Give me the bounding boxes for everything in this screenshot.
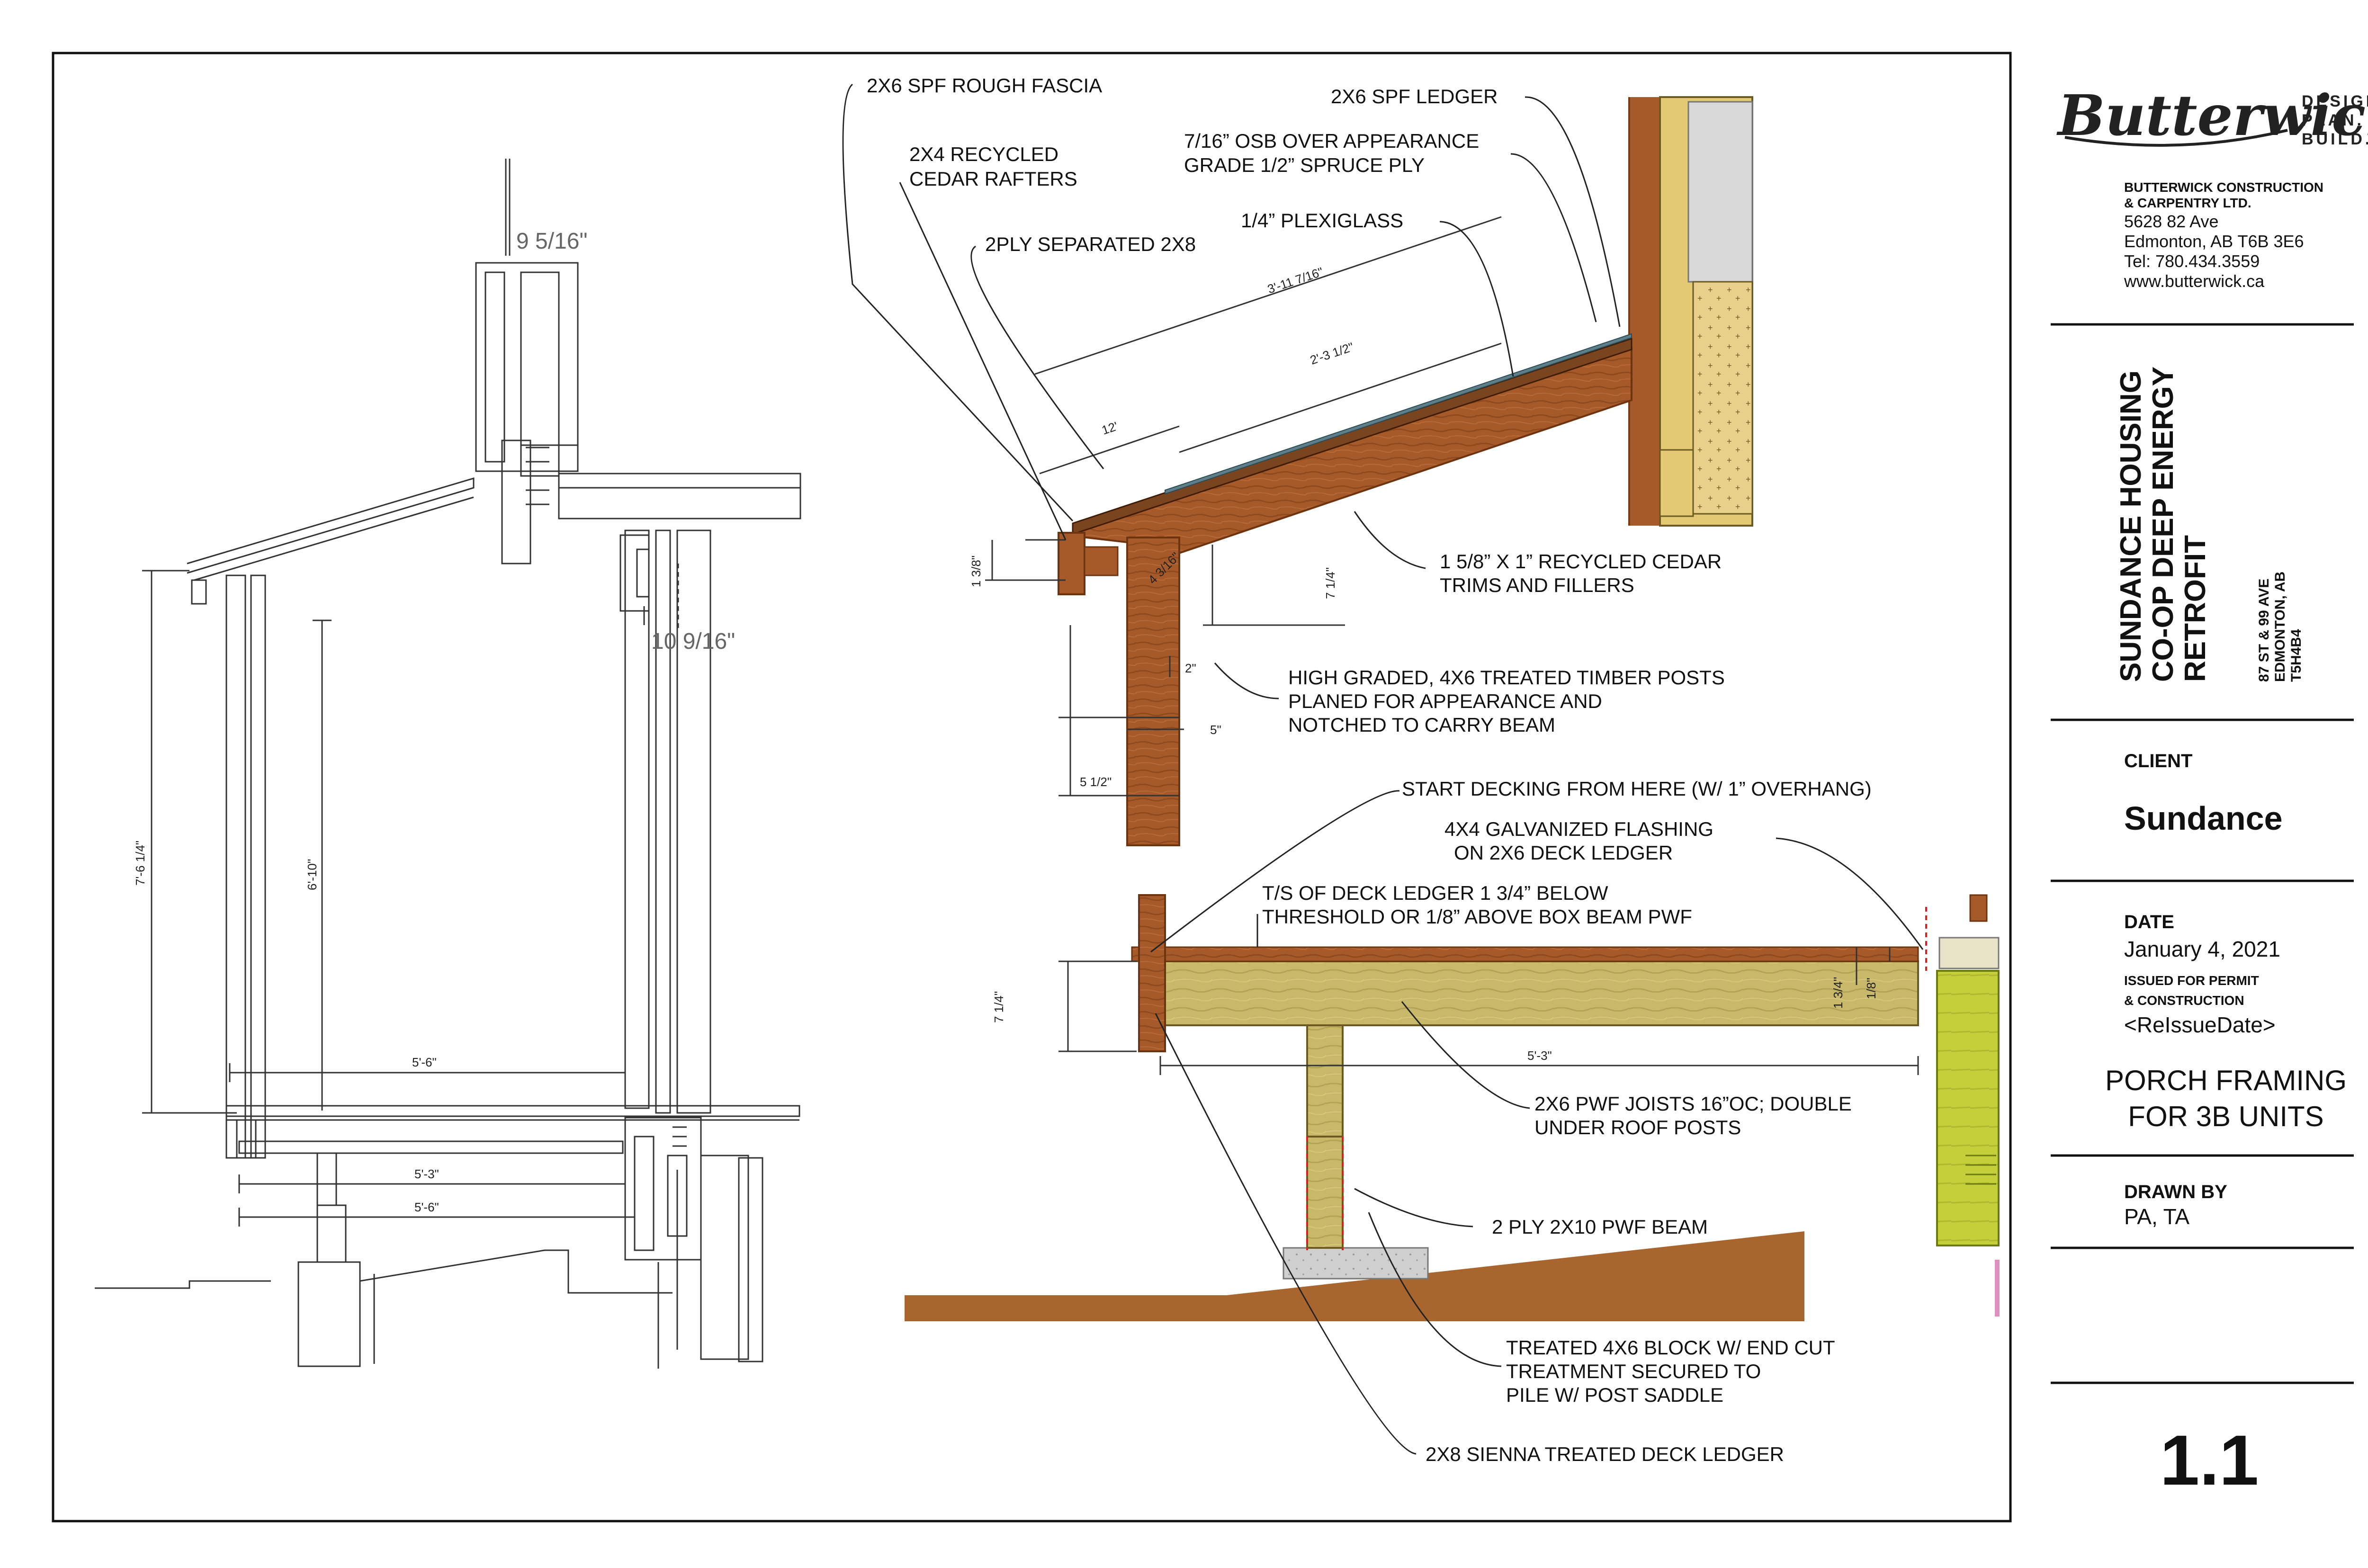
project-address-line1: 87 ST & 99 AVE xyxy=(2256,579,2272,682)
building-section-drawing xyxy=(95,159,801,1369)
company-city: Edmonton, AB T6B 3E6 xyxy=(2124,232,2304,251)
drawing-title-line2: FOR 3B UNITS xyxy=(2128,1101,2323,1132)
project-address-line3: T5H4B4 xyxy=(2288,629,2304,682)
callout-timber-posts-line1: HIGH GRADED, 4X6 TREATED TIMBER POSTS xyxy=(1288,666,1725,689)
dim-5: 5" xyxy=(1210,723,1221,737)
callout-rafters-line2: CEDAR RAFTERS xyxy=(909,168,1077,190)
dim-7-1-4-roof: 7 1/4" xyxy=(1323,567,1337,599)
callout-deck-ledger-ts-line2: THRESHOLD OR 1/8” ABOVE BOX BEAM PWF xyxy=(1262,905,1692,928)
dim-section-5-6-a: 5'-6" xyxy=(412,1055,437,1069)
issued-for-label-line2: & CONSTRUCTION xyxy=(2124,993,2244,1008)
dim-1-3-8: 1 3/8" xyxy=(969,556,983,587)
dim-section-5-6-b: 5'-6" xyxy=(414,1200,439,1214)
logo-tagline-3: BUILD. xyxy=(2302,130,2368,148)
company-name-line2: & CARPENTRY LTD. xyxy=(2124,196,2251,210)
company-logo: Butterwick DESIGN. PLAN. BUILD. xyxy=(2056,82,2368,148)
callout-treated-block-line3: PILE W/ POST SADDLE xyxy=(1506,1384,1723,1406)
dim-7-1-4-deck: 7 1/4" xyxy=(992,991,1006,1023)
callout-pwf-joists-line1: 2X6 PWF JOISTS 16”OC; DOUBLE xyxy=(1534,1093,1852,1115)
callout-osb-line1: 7/16” OSB OVER APPEARANCE xyxy=(1184,130,1479,152)
callout-flashing-line2: ON 2X6 DECK LEDGER xyxy=(1454,842,1673,864)
drawing-border xyxy=(52,52,2012,1523)
drawn-by-label: DRAWN BY xyxy=(2124,1182,2227,1202)
callout-osb-line2: GRADE 1/2” SPRUCE PLY xyxy=(1184,154,1425,176)
drawn-by-value: PA, TA xyxy=(2124,1204,2189,1229)
dim-5-1-2: 5 1/2" xyxy=(1080,775,1112,789)
company-address: 5628 82 Ave xyxy=(2124,212,2219,231)
logo-wordmark: Butterwick xyxy=(2056,82,2368,148)
dim-3-11: 3'-11 7/16" xyxy=(1265,264,1325,296)
sheet-number: 1.1 xyxy=(2160,1420,2259,1500)
callout-cedar-trims-line1: 1 5/8” X 1” RECYCLED CEDAR xyxy=(1440,550,1722,573)
client-name: Sundance xyxy=(2124,800,2283,837)
reissue-date-value: <ReIssueDate> xyxy=(2124,1012,2276,1037)
company-name-line1: BUTTERWICK CONSTRUCTION xyxy=(2124,180,2323,195)
callout-flashing-line1: 4X4 GALVANIZED FLASHING xyxy=(1444,818,1713,840)
callout-deck-ledger-ts-line1: T/S OF DECK LEDGER 1 3/4” BELOW xyxy=(1262,882,1608,904)
callout-plexiglass: 1/4” PLEXIGLASS xyxy=(1241,209,1403,232)
client-label: CLIENT xyxy=(2124,751,2192,771)
callout-start-decking: START DECKING FROM HERE (W/ 1” OVERHANG) xyxy=(1402,778,1872,800)
deck-dimension-lines xyxy=(1058,947,1919,1075)
project-address: 87 ST & 99 AVE EDMONTON, AB T5H4B4 xyxy=(2256,572,2304,682)
dim-1-3-4: 1 3/4" xyxy=(1831,977,1845,1009)
dim-5-3-deck: 5'-3" xyxy=(1527,1048,1552,1063)
logo-tagline-1: DESIGN. xyxy=(2302,92,2368,110)
callout-rough-fascia: 2X6 SPF ROUGH FASCIA xyxy=(867,74,1102,97)
callout-sienna-deck-ledger: 2X8 SIENNA TREATED DECK LEDGER xyxy=(1426,1443,1784,1465)
dim-2: 2" xyxy=(1185,661,1196,675)
deck-detail xyxy=(905,894,2000,1321)
project-address-line2: EDMONTON, AB xyxy=(2272,572,2288,682)
project-title-line1: SUNDANCE HOUSING xyxy=(2115,370,2147,682)
dim-section-5-3: 5'-3" xyxy=(414,1167,439,1181)
date-value: January 4, 2021 xyxy=(2124,937,2280,961)
callout-rafters-line1: 2X4 RECYCLED xyxy=(909,143,1058,165)
issued-for-label-line1: ISSUED FOR PERMIT xyxy=(2124,973,2259,988)
project-title: SUNDANCE HOUSING CO-OP DEEP ENERGY RETRO… xyxy=(2115,367,2212,682)
company-phone: Tel: 780.434.3559 xyxy=(2124,251,2260,271)
callout-spf-ledger: 2X6 SPF LEDGER xyxy=(1331,85,1498,108)
logo-tagline-2: PLAN. xyxy=(2302,111,2364,129)
callout-timber-posts-line2: PLANED FOR APPEARANCE AND xyxy=(1288,690,1602,712)
project-title-line2: CO-OP DEEP ENERGY xyxy=(2147,367,2180,682)
callout-pwf-joists-line2: UNDER ROOF POSTS xyxy=(1534,1116,1741,1138)
date-label: DATE xyxy=(2124,912,2174,932)
company-website: www.butterwick.ca xyxy=(2124,271,2265,291)
dim-section-7-6: 7'-6 1/4" xyxy=(133,841,147,886)
callout-leaders xyxy=(842,83,1924,1455)
dim-section-6-10: 6'-10" xyxy=(305,859,319,890)
callout-timber-posts-line3: NOTCHED TO CARRY BEAM xyxy=(1288,714,1555,736)
roof-assembly-detail xyxy=(1058,333,1632,846)
callout-treated-block-line2: TREATMENT SECURED TO xyxy=(1506,1360,1761,1382)
dim-2-3: 2'-3 1/2" xyxy=(1308,340,1355,367)
dim-1-8: 1/8" xyxy=(1864,978,1878,999)
project-title-line3: RETROFIT xyxy=(2179,535,2212,682)
callout-treated-block-line1: TREATED 4X6 BLOCK W/ END CUT xyxy=(1506,1336,1835,1359)
callout-pwf-beam: 2 PLY 2X10 PWF BEAM xyxy=(1492,1216,1708,1238)
dim-section-9-5-16: 9 5/16" xyxy=(516,229,588,254)
drawing-title-line1: PORCH FRAMING xyxy=(2105,1065,2347,1096)
dim-12: 12' xyxy=(1100,419,1120,437)
roof-dimension-lines xyxy=(985,216,1502,797)
section-dimension-lines xyxy=(142,570,636,1227)
exterior-wall-detail xyxy=(1628,96,1753,527)
callout-cedar-trims-line2: TRIMS AND FILLERS xyxy=(1440,574,1634,596)
callout-two-ply-2x8: 2PLY SEPARATED 2X8 xyxy=(985,233,1196,255)
dim-section-10-9-16: 10 9/16" xyxy=(651,629,735,654)
